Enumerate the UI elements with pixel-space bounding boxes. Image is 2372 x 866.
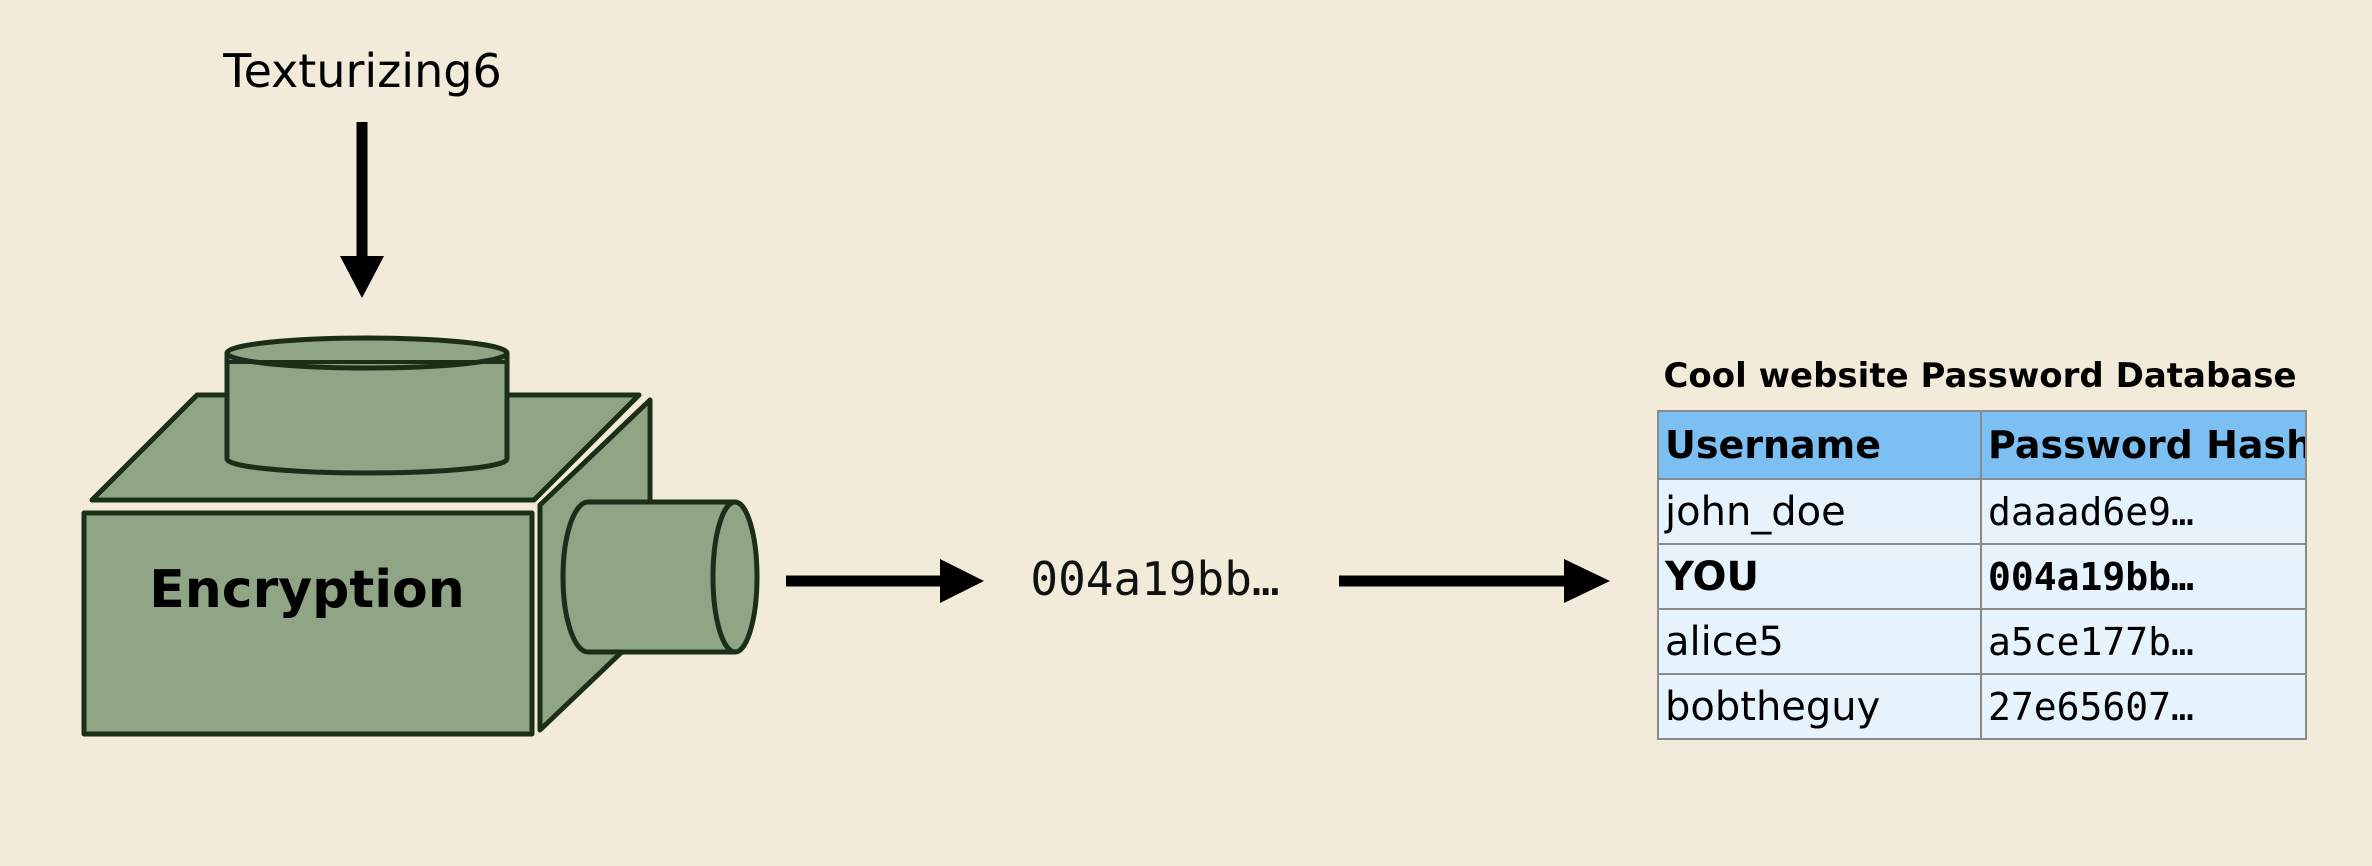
password-database-table: Username Password Hash john_doe daaad6e9… — [1657, 410, 2307, 740]
table-row: john_doe daaad6e9… — [1657, 478, 2307, 545]
table-row: bobtheguy 27e65607… — [1657, 673, 2307, 740]
hash-cell: daaad6e9… — [1980, 478, 2307, 545]
input-password-label: Texturizing6 — [223, 44, 502, 98]
username-cell: alice5 — [1657, 608, 1982, 675]
username-cell: YOU — [1657, 543, 1982, 610]
hash-cell: a5ce177b… — [1980, 608, 2307, 675]
hash-cell: 27e65607… — [1980, 673, 2307, 740]
hash-output-text: 004a19bb… — [1030, 552, 1280, 606]
machine-front-face — [81, 510, 535, 737]
username-cell: bobtheguy — [1657, 673, 1982, 740]
encryption-machine — [81, 335, 760, 737]
table-header-row: Username Password Hash — [1657, 410, 2307, 480]
column-header-username: Username — [1657, 410, 1982, 480]
store-arrow — [1339, 559, 1610, 603]
column-header-password-hash: Password Hash — [1980, 410, 2307, 480]
table-row-you: YOU 004a19bb… — [1657, 543, 2307, 610]
machine-output-pipe — [560, 499, 760, 655]
database-title: Cool website Password Database — [1663, 356, 2297, 396]
output-arrow — [786, 559, 984, 603]
encryption-machine-label: Encryption — [149, 560, 465, 620]
machine-hopper — [224, 335, 510, 476]
input-arrow — [340, 122, 384, 298]
hash-cell: 004a19bb… — [1980, 543, 2307, 610]
username-cell: john_doe — [1657, 478, 1982, 545]
table-row: alice5 a5ce177b… — [1657, 608, 2307, 675]
